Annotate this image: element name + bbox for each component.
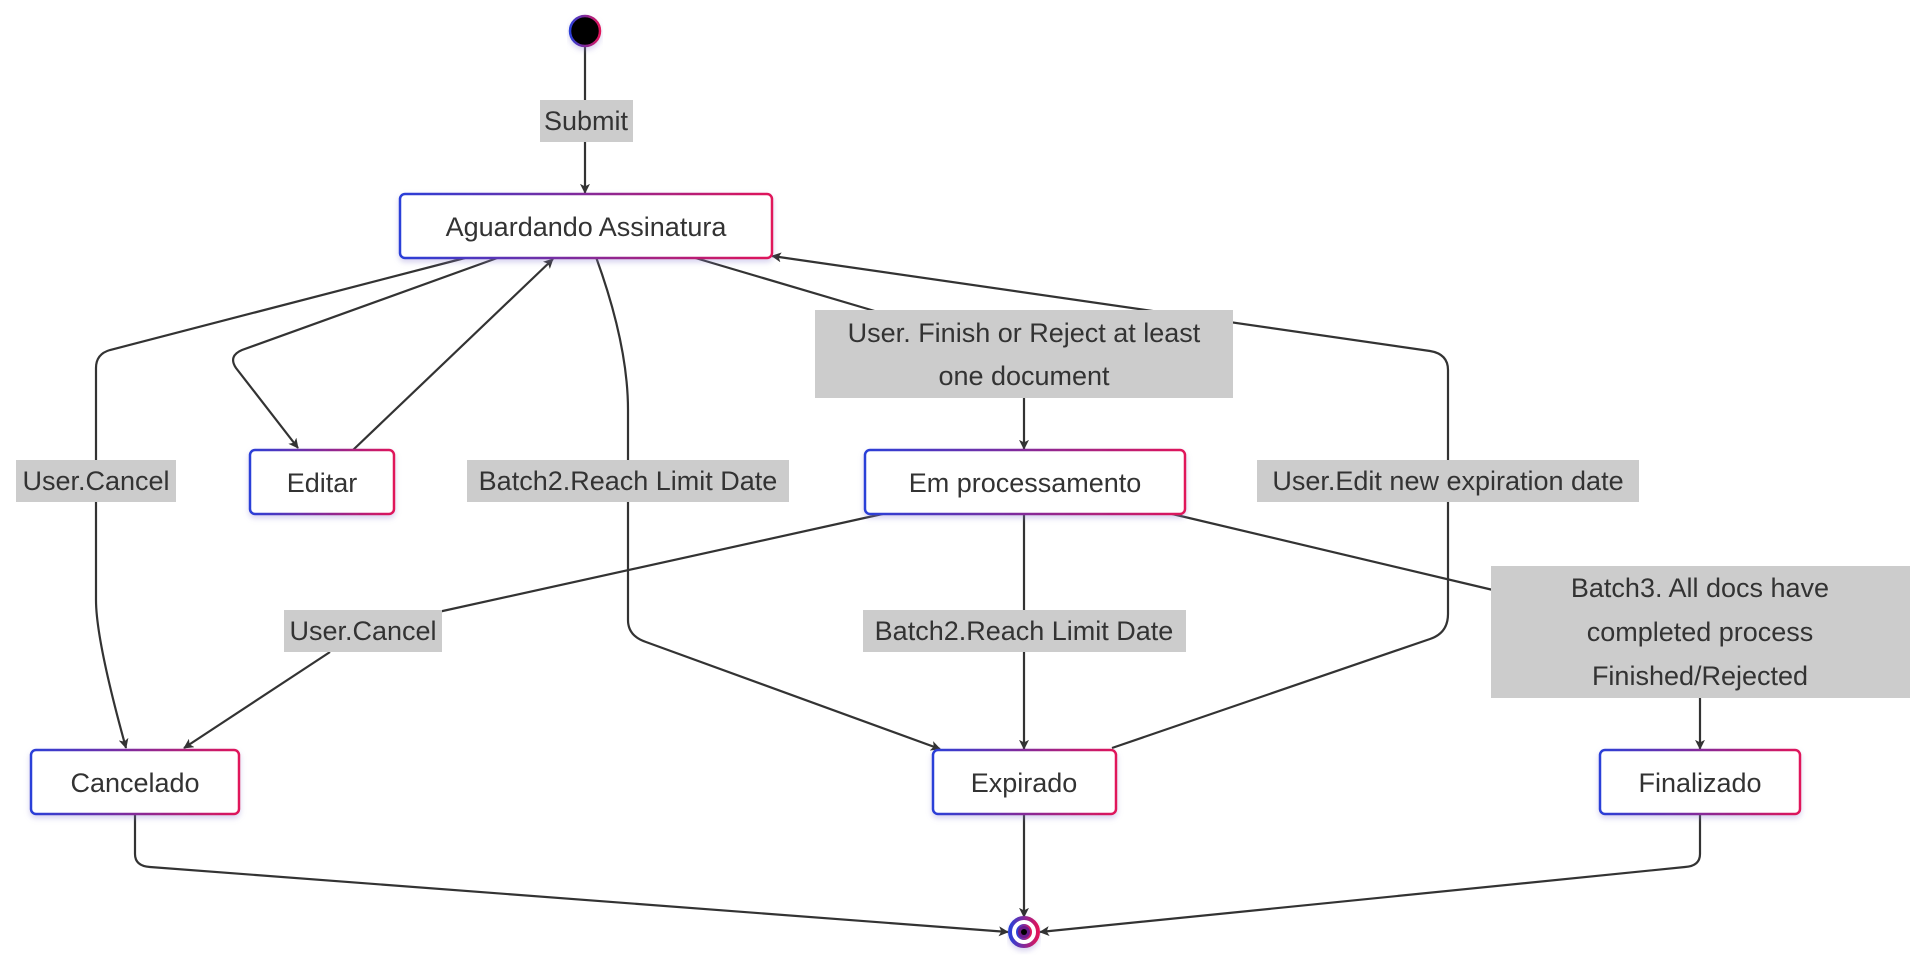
state-editar[interactable]: Editar (248, 448, 396, 516)
label-user-cancel-1: User.Cancel (16, 460, 176, 502)
state-label: Editar (287, 468, 358, 498)
svg-text:User.Edit new expiration date: User.Edit new expiration date (1272, 466, 1623, 496)
label-user-cancel-2: User.Cancel (284, 610, 442, 652)
label-finish-or-reject: User. Finish or Reject at least one docu… (815, 310, 1233, 398)
edge-finalizado-to-end (1039, 812, 1702, 937)
edge-processamento-to-cancelado-b (183, 651, 331, 749)
svg-text:Finished/Rejected: Finished/Rejected (1592, 661, 1808, 691)
state-finalizado[interactable]: Finalizado (1598, 748, 1802, 816)
svg-text:Batch2.Reach Limit Date: Batch2.Reach Limit Date (875, 616, 1174, 646)
svg-text:Batch2.Reach Limit Date: Batch2.Reach Limit Date (479, 466, 778, 496)
state-label: Expirado (971, 768, 1078, 798)
state-label: Aguardando Assinatura (446, 212, 728, 242)
edge-aguardando-to-processamento-a (691, 255, 879, 314)
label-submit: Submit (540, 100, 633, 142)
state-em-processamento[interactable]: Em processamento (863, 448, 1187, 516)
svg-text:Batch3. All docs have: Batch3. All docs have (1571, 573, 1829, 603)
edge-processamento-to-cancelado (419, 511, 888, 618)
svg-text:User.Cancel: User.Cancel (22, 466, 169, 496)
edge-aguardando-to-expirado (594, 256, 941, 751)
edge-cancelado-to-end (133, 812, 1009, 937)
start-node (568, 14, 602, 48)
label-edit-expiration: User.Edit new expiration date (1257, 460, 1639, 502)
label-batch2-limit-2: Batch2.Reach Limit Date (863, 610, 1186, 652)
edge-aguardando-to-editar (232, 255, 501, 449)
state-aguardando-assinatura[interactable]: Aguardando Assinatura (398, 192, 774, 260)
svg-text:User. Finish or Reject at leas: User. Finish or Reject at least (848, 318, 1201, 348)
label-batch3: Batch3. All docs have completed process … (1491, 566, 1910, 698)
edge-editar-to-aguardando (352, 258, 554, 451)
state-label: Em processamento (909, 468, 1142, 498)
state-label: Cancelado (70, 768, 199, 798)
state-label: Finalizado (1638, 768, 1761, 798)
svg-text:completed process: completed process (1587, 617, 1814, 647)
edge-aguardando-to-cancelado (94, 256, 466, 749)
svg-text:Submit: Submit (544, 106, 629, 136)
edge-processamento-to-batch3 (1167, 511, 1494, 592)
label-batch2-limit-1: Batch2.Reach Limit Date (467, 460, 789, 502)
svg-text:User.Cancel: User.Cancel (289, 616, 436, 646)
svg-text:one document: one document (938, 361, 1110, 391)
end-node (1008, 916, 1040, 948)
state-cancelado[interactable]: Cancelado (29, 748, 241, 816)
state-expirado[interactable]: Expirado (931, 748, 1118, 816)
